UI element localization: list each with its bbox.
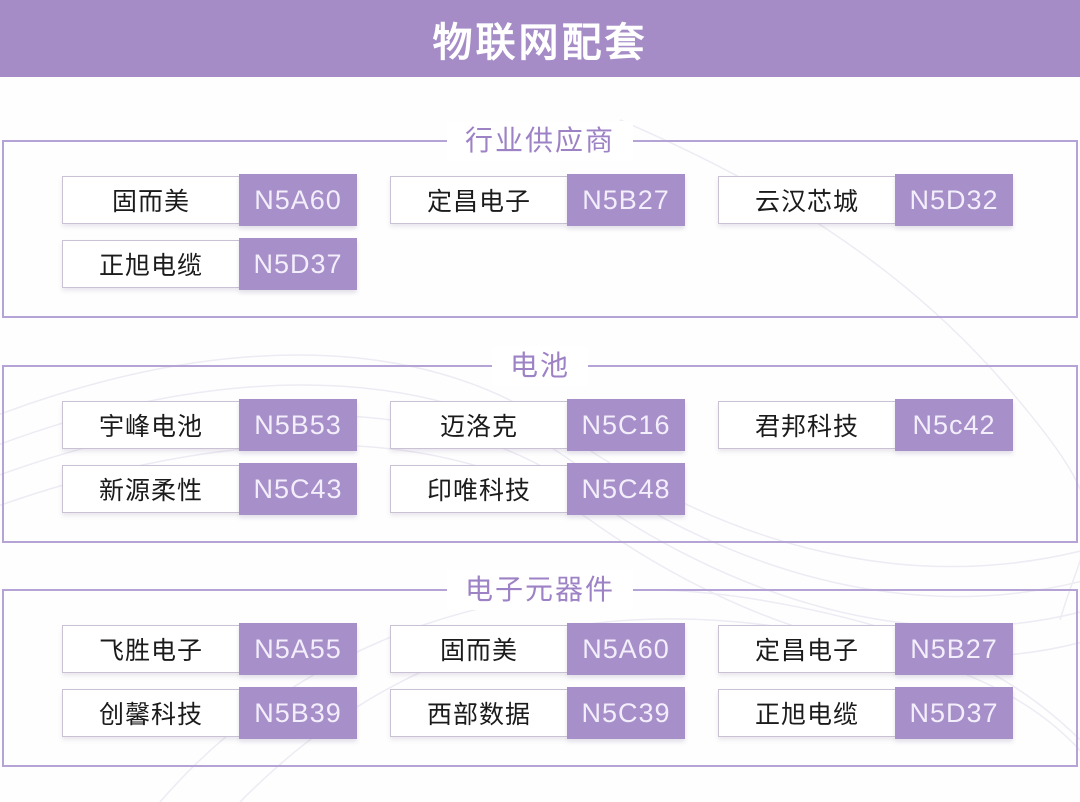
company-card: 飞胜电子 N5A55 <box>62 623 357 675</box>
booth-code-badge: N5C16 <box>567 399 685 451</box>
company-card: 西部数据 N5C39 <box>390 687 685 739</box>
company-card: 固而美 N5A60 <box>62 174 357 226</box>
company-name-label: 西部数据 <box>390 689 567 737</box>
company-name-label: 正旭电缆 <box>718 689 895 737</box>
company-name-label: 定昌电子 <box>718 625 895 673</box>
company-name-label: 印唯科技 <box>390 465 567 513</box>
company-name-label: 迈洛克 <box>390 401 567 449</box>
company-card: 定昌电子 N5B27 <box>718 623 1013 675</box>
booth-code-badge: N5C39 <box>567 687 685 739</box>
company-card: 创馨科技 N5B39 <box>62 687 357 739</box>
company-name-label: 创馨科技 <box>62 689 239 737</box>
company-card: 印唯科技 N5C48 <box>390 463 685 515</box>
booth-code-badge: N5B27 <box>567 174 685 226</box>
company-name-label: 定昌电子 <box>390 176 567 224</box>
company-card: 正旭电缆 N5D37 <box>718 687 1013 739</box>
section-electronic-components: 电子元器件 飞胜电子 N5A55 固而美 N5A60 定昌电子 N5B27 创馨… <box>2 570 1078 767</box>
company-name-label: 固而美 <box>390 625 567 673</box>
company-name-label: 君邦科技 <box>718 401 895 449</box>
booth-code-badge: N5C48 <box>567 463 685 515</box>
section-battery: 电池 宇峰电池 N5B53 迈洛克 N5C16 君邦科技 N5c42 新源柔性 … <box>2 346 1078 543</box>
card-grid: 固而美 N5A60 定昌电子 N5B27 云汉芯城 N5D32 正旭电缆 N5D… <box>62 174 1024 290</box>
card-grid: 宇峰电池 N5B53 迈洛克 N5C16 君邦科技 N5c42 新源柔性 N5C… <box>62 399 1024 515</box>
section-industry-suppliers: 行业供应商 固而美 N5A60 定昌电子 N5B27 云汉芯城 N5D32 正旭… <box>2 121 1078 318</box>
booth-code-badge: N5c42 <box>895 399 1013 451</box>
company-name-label: 正旭电缆 <box>62 240 239 288</box>
company-card: 宇峰电池 N5B53 <box>62 399 357 451</box>
booth-code-badge: N5B39 <box>239 687 357 739</box>
page-title: 物联网配套 <box>432 20 648 65</box>
booth-code-badge: N5A55 <box>239 623 357 675</box>
section-title: 电池 <box>491 346 589 386</box>
company-card: 迈洛克 N5C16 <box>390 399 685 451</box>
company-name-label: 新源柔性 <box>62 465 239 513</box>
header-bar: 物联网配套 <box>0 0 1080 77</box>
company-card: 正旭电缆 N5D37 <box>62 238 357 290</box>
booth-code-badge: N5A60 <box>239 174 357 226</box>
booth-code-badge: N5A60 <box>567 623 685 675</box>
booth-code-badge: N5D37 <box>895 687 1013 739</box>
company-name-label: 固而美 <box>62 176 239 224</box>
company-card: 云汉芯城 N5D32 <box>718 174 1013 226</box>
card-grid: 飞胜电子 N5A55 固而美 N5A60 定昌电子 N5B27 创馨科技 N5B… <box>62 623 1024 739</box>
section-title: 行业供应商 <box>446 121 634 161</box>
company-name-label: 宇峰电池 <box>62 401 239 449</box>
company-card: 固而美 N5A60 <box>390 623 685 675</box>
company-name-label: 飞胜电子 <box>62 625 239 673</box>
company-card: 君邦科技 N5c42 <box>718 399 1013 451</box>
company-name-label: 云汉芯城 <box>718 176 895 224</box>
company-card: 定昌电子 N5B27 <box>390 174 685 226</box>
booth-code-badge: N5B27 <box>895 623 1013 675</box>
company-card: 新源柔性 N5C43 <box>62 463 357 515</box>
booth-code-badge: N5C43 <box>239 463 357 515</box>
booth-code-badge: N5D37 <box>239 238 357 290</box>
section-title: 电子元器件 <box>446 570 634 610</box>
booth-code-badge: N5B53 <box>239 399 357 451</box>
booth-code-badge: N5D32 <box>895 174 1013 226</box>
